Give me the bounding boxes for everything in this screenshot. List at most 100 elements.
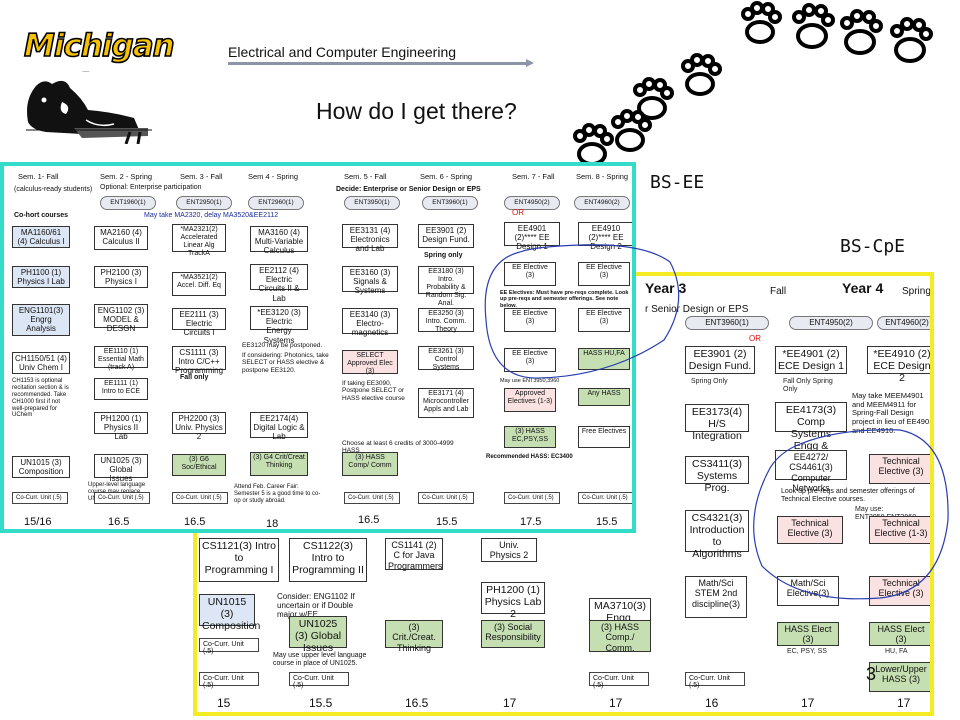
box-cs4321: CS4321(3) Introduction to Algorithms	[685, 510, 749, 560]
ee-credit-1: 15/16	[24, 516, 52, 528]
department-title: Electrical and Computer Engineering	[228, 44, 457, 60]
ee-box-approved: Approved Electives (1-3)	[504, 388, 556, 412]
ee-box-ee3131: EE3131 (4) Electronics and Lab	[342, 224, 398, 253]
ee-box-ph1100: PH1100 (1) Physics I Lab	[12, 266, 70, 288]
box-crit-thinking: (3) Crit./Creat. Thinking	[385, 620, 443, 653]
ee-pill-ent2950: ENT2950(1)	[176, 196, 232, 210]
cocurr-unit-3: Co-Curr. Unit (.5)	[289, 672, 349, 689]
box-ph1200: PH1200 (1) Physics Lab 2	[481, 582, 545, 620]
ee-credit-2: 16.5	[108, 516, 130, 528]
cpe-credit-1: 15	[217, 696, 231, 710]
box-hass-lower-upper: Lower/Upper HASS (3)	[869, 662, 930, 692]
box-te5: Technical Elective (3)	[869, 576, 930, 606]
note-spring-only: Spring Only	[691, 378, 728, 385]
ee-note-eps: If taking EE3090, Postpone SELECT or HAS…	[342, 380, 405, 402]
cpe-credit-4: 17	[503, 696, 517, 710]
ee-credit-8: 15.5	[596, 516, 618, 528]
note-upper-level: May use upper level language course in p…	[273, 652, 367, 668]
box-te1: Technical Elective (3)	[869, 454, 930, 484]
ee-box-eng1102: ENG1102 (3) MODEL & DESGN	[94, 304, 148, 333]
box-ee4910: *EE4910 (2) ECE Design 2	[867, 346, 930, 384]
ee-cocurr-4: Co-Curr. Unit (.5)	[344, 492, 400, 504]
cpe-spring-label: Spring	[902, 286, 931, 297]
box-cs3411: CS3411(3) Systems Prog.	[685, 456, 749, 494]
ee-note-spring-only: Spring only	[424, 252, 463, 259]
ee-pill-ent2960: ENT2960(1)	[248, 196, 304, 210]
ee-note-or: OR	[512, 208, 524, 217]
ee-box-ee3250: EE3250 (3) Intro. Comm. Theory	[418, 308, 474, 333]
pill-ent4950: ENT4950(2)	[789, 316, 873, 330]
ee-pill-ent4950: ENT4950(2)	[504, 196, 560, 210]
ee-box-elective-2: EE Elective (3)	[578, 262, 630, 286]
michigan-tech-logo: Michigan Tech	[23, 27, 175, 105]
ee-box-ee2174: EE2174(4) Digital Logic & Lab	[250, 412, 308, 441]
ee-box-ph2100: PH2100 (3) Physics I	[94, 266, 148, 288]
box-ee4272: EE4272/ CS4461(3) Computer Networks	[775, 450, 847, 493]
cpe-credit-6: 16	[705, 696, 719, 710]
ee-box-un1025: UN1025 (3) Global Issues	[94, 454, 148, 483]
ee-box-hass-ec: (3) HASS EC,PSY,SS	[504, 426, 556, 448]
ee-box-select: SELECT Approved Elec (3)	[342, 350, 398, 375]
page-headline: How do I get there?	[316, 98, 517, 124]
ee-box-ee3140: EE3140 (3) Electro-magnetics	[342, 308, 398, 337]
ee-box-ma1160: MA1160/61 (4) Calculus I	[12, 226, 70, 248]
box-te4: Technical Elective (1-3)	[869, 516, 930, 544]
ee-box-ee1110: EE1110 (1) Essential Math (track A)	[94, 346, 148, 371]
box-hass-elect2: HASS Elect (3)	[869, 622, 930, 646]
box-math-stem: Math/Sci STEM 2nd discipline(3)	[685, 576, 747, 618]
ee-box-elective-3: EE Elective (3)	[504, 308, 556, 332]
ee-credit-7: 17.5	[520, 516, 542, 528]
ee-box-ee1111: EE1111 (1) Intro to ECE	[94, 378, 148, 400]
ee-sem-4: Sem 4 - Spring	[248, 172, 299, 181]
box-un1015: UN1015 (3) Composition	[199, 594, 260, 632]
ee-note-choose: Choose at least 6 credits of 3000-4999 H…	[342, 440, 454, 455]
ee-box-hass-comm: (3) HASS Comp/ Comm	[342, 452, 398, 476]
ee-credit-6: 15.5	[436, 516, 458, 528]
ee-sem-6: Sem. 6 - Spring	[420, 172, 473, 181]
box-cs1121: CS1121(3) Intro to Programming I	[199, 538, 279, 582]
ee-box-ma3160: MA3160 (4) Multi-Variable Calculus	[250, 226, 308, 255]
ee-note-ch: CH1153 is optional recitation section & …	[12, 378, 69, 419]
ee-pill-ent3960: ENT3960(1)	[422, 196, 478, 210]
ee-box-ph2200: PH2200 (3) Univ. Physics 2	[172, 412, 226, 441]
cocurr-unit-5: Co-Curr. Unit (.5)	[685, 672, 745, 689]
ee-pill-ent4960: ENT4960(2)	[574, 196, 630, 210]
cocurr-unit-4: Co-Curr. Unit (.5)	[589, 672, 649, 689]
ee-note-enterprise: Optional: Enterprise participation	[100, 184, 202, 191]
ee-sem-5: Sem. 5 - Fall	[344, 172, 387, 181]
ee-box-elective-1: EE Elective (3)	[504, 262, 556, 286]
ee-box-ee2112: EE2112 (4) Electric Circuits II & Lab	[250, 264, 308, 303]
ee-box-ch1150: CH1150/51 (4) Univ Chem I	[12, 352, 70, 374]
ee-box-elective-4: EE Elective (3)	[578, 308, 630, 332]
ee-note-decide: Decide: Enterprise or Senior Design or E…	[336, 186, 481, 193]
note-or: OR	[749, 334, 761, 343]
ee-cocurr-2: Co-Curr. Unit (.5)	[94, 492, 150, 504]
ee-note-ee3120-post: EE3120 may be postponed.	[242, 342, 323, 349]
box-ph2200: Univ. Physics 2	[481, 538, 537, 562]
ee-note-calc-ready: (calculus-ready students)	[14, 186, 93, 193]
ee-cocurr-7: Co-Curr. Unit (.5)	[578, 492, 632, 504]
box-hass-elect1: HASS Elect (3)	[777, 622, 839, 646]
ee-cocurr-5: Co-Curr. Unit (.5)	[418, 492, 474, 504]
ee-box-ee4910: EE4910 (2)**** EE Design 2	[578, 222, 632, 251]
ee-box-g4: (3) G4 Crit/Creat Thinking	[250, 452, 308, 476]
ee-box-cs1111: CS1111 (3) Intro C/C++ Programming	[172, 346, 226, 375]
ee-note-use-ent: May use ENT3950,3960	[500, 378, 560, 384]
husky-dog-illustration	[22, 72, 152, 144]
cpe-credit-5: 17	[609, 696, 623, 710]
ee-box-ee3160: EE3160 (3) Signals & Systems	[342, 266, 398, 295]
box-un1025: UN1025 (3) Global Issues	[289, 616, 347, 654]
box-math-elective: Math/Sci Elective(3)	[777, 576, 839, 606]
ee-box-ee4901: EE4901 (2)**** EE Design 1	[504, 222, 560, 251]
ee-credit-3: 16.5	[184, 516, 206, 528]
ee-box-eng1101: ENG1101(3) Engrg Analysis	[12, 304, 70, 336]
ee-box-ee3180: EE3180 (3) Intro. Probability & Random S…	[418, 266, 474, 307]
ee-box-g6: (3) G6 Soc/Ethical	[172, 454, 226, 476]
ee-sem-7: Sem. 7 - Fall	[512, 172, 555, 181]
note-lookup: Look up pre-reqs and semester offerings …	[781, 488, 915, 504]
cpe-year3: Year 3	[645, 280, 687, 296]
box-ee4901: *EE4901 (2) ECE Design 1	[775, 346, 847, 374]
ee-box-ee3171: EE3171 (4) Microcontroller Appls and Lab	[418, 388, 474, 418]
note-fall-only: Fall Only Spring Only	[783, 378, 833, 393]
ee-pill-ent3950: ENT3950(1)	[344, 196, 400, 210]
